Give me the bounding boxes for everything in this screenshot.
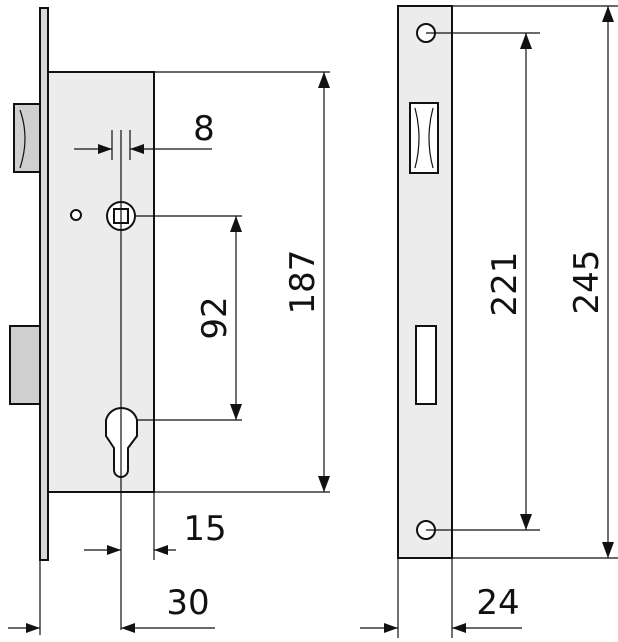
dim-backset-hole: 8 bbox=[193, 109, 215, 149]
latch-bolt bbox=[13, 103, 41, 173]
dead-bolt bbox=[9, 325, 41, 405]
screw-hole bbox=[70, 209, 82, 221]
lock-case bbox=[47, 71, 155, 493]
dim-center-distance: 92 bbox=[195, 296, 235, 339]
dim-backset: 30 bbox=[166, 583, 209, 623]
dim-cylinder-offset: 15 bbox=[183, 509, 226, 549]
dim-case-height: 187 bbox=[283, 250, 323, 315]
bolt-opening bbox=[415, 325, 437, 405]
latch-opening bbox=[409, 102, 439, 174]
faceplate-front bbox=[397, 5, 453, 559]
lock-side-view: 8 92 187 15 30 bbox=[8, 7, 330, 635]
dim-faceplate-holes: 221 bbox=[485, 252, 525, 317]
dim-faceplate-length: 245 bbox=[567, 250, 607, 315]
faceplate-side bbox=[39, 7, 49, 561]
faceplate-front-view: 221 245 24 bbox=[360, 5, 618, 638]
latch-bolt-bevel bbox=[19, 109, 26, 169]
dim-faceplate-width: 24 bbox=[476, 583, 519, 623]
